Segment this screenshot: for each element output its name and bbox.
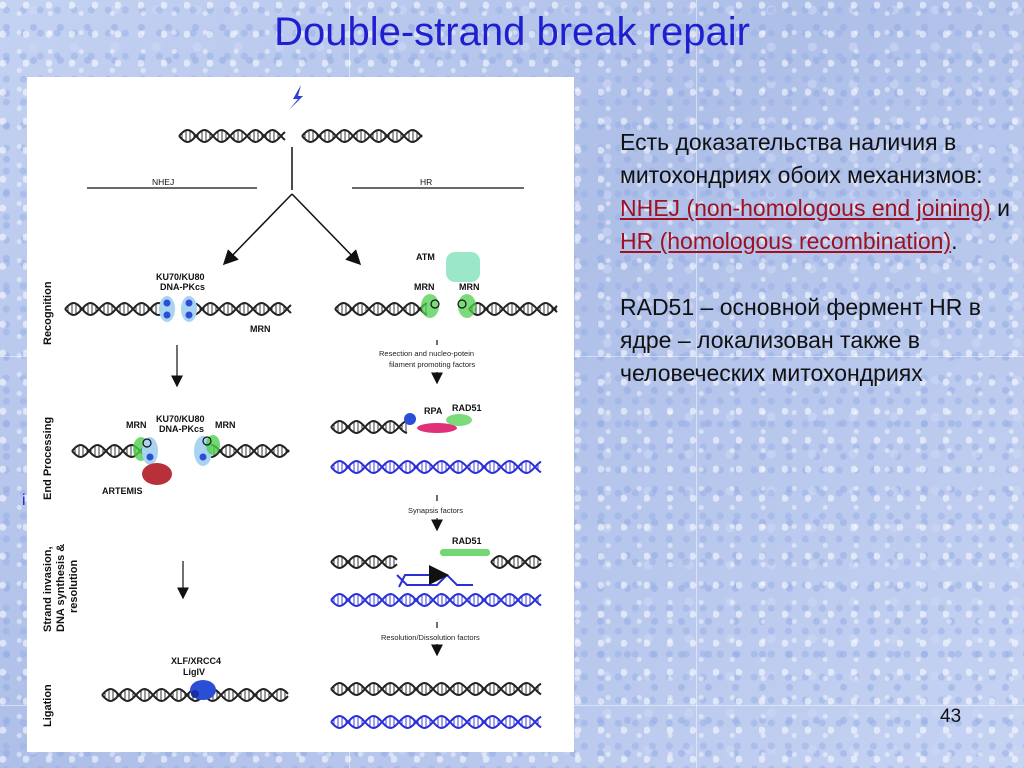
rad51-filament-invasion	[440, 549, 490, 556]
dna-invasion-damaged-left	[330, 554, 398, 570]
dna-backbone	[330, 681, 542, 697]
dna-backbone	[184, 301, 292, 317]
row-label-ligation: Ligation	[42, 684, 54, 727]
evidence-intro: Есть доказательства наличия в митохондри…	[620, 129, 983, 188]
dna-backbone	[330, 592, 542, 608]
dna-backbone	[468, 301, 558, 317]
dna-backbone	[468, 301, 558, 317]
hr-link[interactable]: HR (homologous recombination)	[620, 228, 952, 254]
row-label-resolution: resolution	[68, 560, 80, 613]
dna-backbone	[334, 301, 428, 317]
ku-label: KU70/KU80	[156, 272, 205, 282]
synapsis-label: Synapsis factors	[408, 506, 463, 515]
mrn-label-hr-left: MRN	[414, 282, 435, 292]
dna-broken-right	[301, 128, 423, 144]
lightning-icon	[289, 85, 303, 110]
xlf-label: XLF/XRCC4	[171, 656, 221, 666]
rpa-rad51-filament	[404, 413, 472, 433]
dna-ligation-hr-template	[330, 714, 542, 730]
dna-backbone	[64, 301, 172, 317]
dna-backbone	[101, 687, 289, 703]
dnapkcs-label: DNA-PKcs	[160, 282, 205, 292]
end-processing-complex	[133, 435, 220, 466]
paragraph-evidence: Есть доказательства наличия в митохондри…	[620, 126, 1010, 258]
d-loop-invading	[398, 565, 449, 588]
dna-recognition-nhej-left	[64, 301, 172, 317]
resection-label-2: filament promoting factors	[389, 360, 476, 369]
mrn-label-nhej: MRN	[250, 324, 271, 334]
page-number: 43	[940, 706, 962, 727]
ku-complex-right	[181, 296, 197, 322]
mrn-label-ep-right: MRN	[215, 420, 236, 430]
artemis-label: ARTEMIS	[102, 486, 143, 496]
row-label-dna-synthesis: DNA synthesis &	[55, 544, 67, 632]
slide-title: Double-strand break repair	[274, 10, 750, 54]
resection-label-1: Resection and nucleo-potein	[379, 349, 474, 358]
dna-backbone	[490, 554, 542, 570]
dna-invasion-damaged-right	[490, 554, 542, 570]
nhej-label: NHEJ	[152, 177, 174, 187]
dna-backbone	[330, 419, 408, 435]
atm-protein	[446, 252, 480, 282]
dnapkcs-label-ep: DNA-PKcs	[159, 424, 204, 434]
arrow-to-nhej	[222, 193, 293, 266]
dna-backbone	[330, 592, 542, 608]
arrow-to-hr	[291, 193, 362, 266]
ku-complex-left	[159, 296, 175, 322]
dna-backbone	[330, 714, 542, 730]
ligase-complex	[190, 680, 216, 700]
dna-backbone	[490, 554, 542, 570]
ligiv-label: LigIV	[183, 667, 205, 677]
d-loop-strand	[396, 573, 473, 586]
row-label-end-processing: End Processing	[42, 417, 54, 500]
dna-recognition-hr-left	[334, 301, 428, 317]
dna-backbone	[330, 681, 542, 697]
stray-mark: i	[22, 492, 26, 509]
dna-recognition-nhej-right	[184, 301, 292, 317]
dna-backbone	[330, 554, 398, 570]
dna-ligation-hr-repaired	[330, 681, 542, 697]
nhej-link[interactable]: NHEJ (non-homologous end joining)	[620, 195, 991, 221]
dna-backbone	[202, 443, 290, 459]
row-label-strand-invasion: Strand invasion,	[42, 546, 54, 632]
rpa-label: RPA	[424, 406, 443, 416]
background-grid-line	[696, 0, 697, 768]
dna-invasion-template	[330, 592, 542, 608]
dna-endproc-hr-damaged-left	[330, 419, 408, 435]
dna-backbone	[330, 419, 408, 435]
rad51-label-invasion: RAD51	[452, 536, 482, 546]
body-text: Есть доказательства наличия в митохондри…	[620, 126, 1010, 390]
atm-label: ATM	[416, 252, 435, 262]
artemis-protein	[142, 463, 172, 485]
dna-backbone	[334, 301, 428, 317]
dsb-repair-diagram: NHEJ HR Recognition End Processing Stran…	[27, 77, 574, 752]
dna-recognition-hr-right	[468, 301, 558, 317]
dna-broken-left	[178, 128, 286, 144]
row-label-recognition: Recognition	[42, 281, 54, 345]
ku-label-ep: KU70/KU80	[156, 414, 205, 424]
dna-backbone	[330, 459, 542, 475]
paragraph-gap	[620, 258, 1010, 291]
mrn-complex-hr	[421, 294, 476, 318]
rad51-label: RAD51	[452, 403, 482, 413]
dna-backbone	[178, 128, 286, 144]
hr-label: HR	[420, 177, 432, 187]
dna-endproc-hr-template	[330, 459, 542, 475]
mrn-label-ep-left: MRN	[126, 420, 147, 430]
dna-backbone	[330, 714, 542, 730]
evidence-and: и	[990, 195, 1011, 221]
resolution-label: Resolution/Dissolution factors	[381, 633, 480, 642]
dna-backbone	[301, 128, 423, 144]
dna-backbone	[330, 554, 398, 570]
paragraph-rad51: RAD51 – основной фермент HR в ядре – лок…	[620, 294, 982, 386]
dna-backbone	[330, 459, 542, 475]
mrn-label-hr-right: MRN	[459, 282, 480, 292]
dna-backbone	[301, 128, 423, 144]
evidence-end: .	[951, 228, 958, 254]
